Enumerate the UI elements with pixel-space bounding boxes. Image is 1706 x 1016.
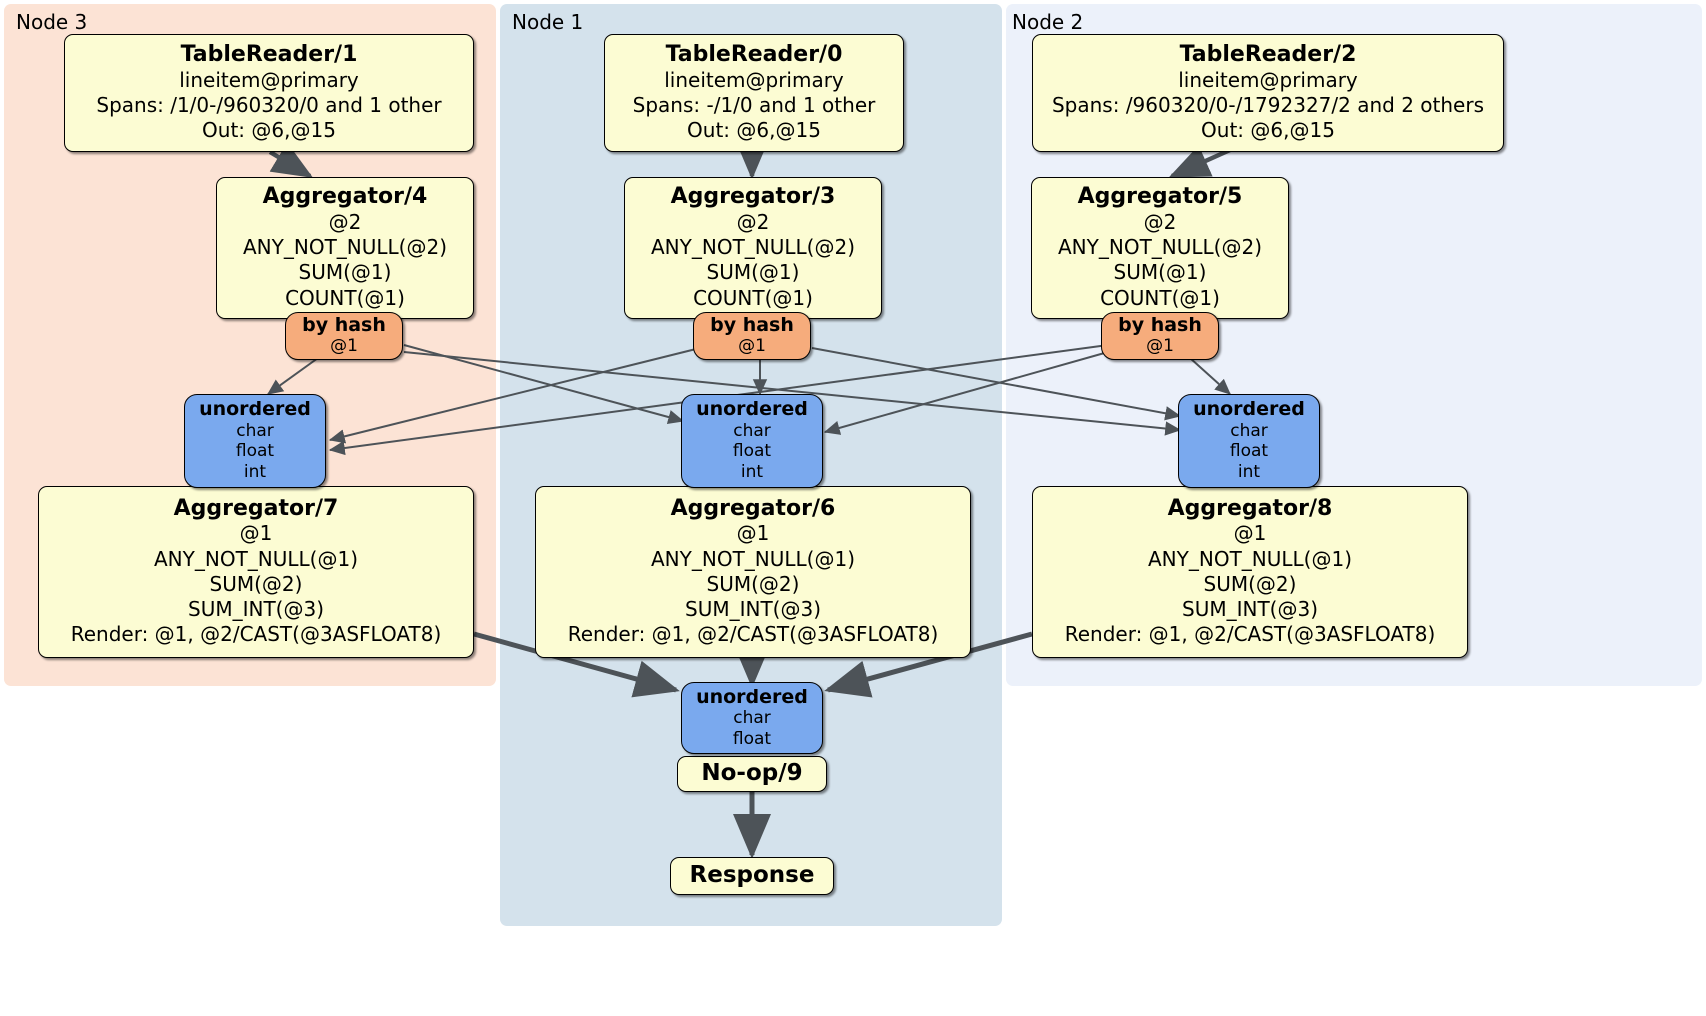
- router-detail-line: @1: [330, 335, 358, 356]
- processor-detail-line: COUNT(@1): [693, 285, 813, 310]
- processor-detail-line: @1: [239, 521, 273, 546]
- processor-title: Aggregator/3: [670, 184, 836, 210]
- router-detail-line: @1: [738, 335, 766, 356]
- processor-detail-line: lineitem@primary: [1178, 67, 1358, 92]
- processor-detail-line: ANY_NOT_NULL(@1): [154, 546, 358, 571]
- router-title: by hash: [302, 313, 386, 336]
- router-detail-line: int: [740, 462, 764, 482]
- processor-noop-9[interactable]: No-op/9: [677, 756, 827, 792]
- router-by-hash-right[interactable]: by hash @1: [1101, 312, 1219, 360]
- router-title: unordered: [696, 685, 808, 708]
- router-by-hash-center[interactable]: by hash @1: [693, 312, 811, 360]
- processor-detail-line: COUNT(@1): [1100, 285, 1220, 310]
- processor-title: Aggregator/7: [173, 495, 339, 521]
- processor-title: No-op/9: [701, 760, 803, 787]
- processor-detail-line: @2: [736, 209, 770, 234]
- router-title: by hash: [1118, 313, 1202, 336]
- processor-detail-line: ANY_NOT_NULL(@1): [1148, 546, 1352, 571]
- router-detail-line: char: [236, 420, 274, 441]
- router-detail-line: int: [1237, 462, 1261, 482]
- processor-detail-line: SUM(@1): [298, 260, 392, 285]
- router-detail-line: char: [733, 707, 771, 728]
- processor-detail-line: @1: [1233, 521, 1267, 546]
- panel-node-1-label: Node 1: [512, 10, 584, 34]
- processor-detail-line: Spans: /960320/0-/1792327/2 and 2 others: [1051, 92, 1484, 117]
- panel-node-2-label: Node 2: [1012, 10, 1084, 34]
- processor-aggregator-8[interactable]: Aggregator/8 @1 ANY_NOT_NULL(@1) SUM(@2)…: [1032, 486, 1468, 658]
- processor-tablereader-0[interactable]: TableReader/0 lineitem@primary Spans: -/…: [604, 34, 904, 152]
- router-title: by hash: [710, 313, 794, 336]
- router-by-hash-left[interactable]: by hash @1: [285, 312, 403, 360]
- processor-detail-line: @2: [328, 209, 362, 234]
- router-unordered-final[interactable]: unordered char float: [681, 682, 823, 754]
- processor-detail-line: ANY_NOT_NULL(@2): [243, 235, 447, 260]
- processor-title: Aggregator/8: [1167, 495, 1333, 521]
- processor-aggregator-6[interactable]: Aggregator/6 @1 ANY_NOT_NULL(@1) SUM(@2)…: [535, 486, 971, 658]
- processor-detail-line: lineitem@primary: [664, 67, 844, 92]
- processor-detail-line: SUM(@1): [706, 260, 800, 285]
- processor-detail-line: @1: [736, 521, 770, 546]
- processor-title: TableReader/0: [665, 41, 843, 67]
- processor-title: Aggregator/6: [670, 495, 836, 521]
- processor-title: TableReader/2: [1179, 41, 1357, 67]
- processor-response[interactable]: Response: [670, 857, 834, 895]
- router-unordered-center[interactable]: unordered char float int: [681, 394, 823, 488]
- processor-title: Aggregator/5: [1077, 184, 1243, 210]
- processor-aggregator-3[interactable]: Aggregator/3 @2 ANY_NOT_NULL(@2) SUM(@1)…: [624, 177, 882, 319]
- panel-node-3-label: Node 3: [16, 10, 88, 34]
- processor-detail-line: SUM(@2): [706, 571, 800, 596]
- processor-detail-line: ANY_NOT_NULL(@1): [651, 546, 855, 571]
- processor-title: Aggregator/4: [262, 184, 428, 210]
- router-detail-line: float: [1229, 441, 1269, 462]
- processor-detail-line: SUM(@2): [1203, 571, 1297, 596]
- processor-detail-line: COUNT(@1): [285, 285, 405, 310]
- processor-detail-line: SUM(@2): [209, 571, 303, 596]
- processor-detail-line: Out: @6,@15: [687, 117, 821, 142]
- processor-aggregator-5[interactable]: Aggregator/5 @2 ANY_NOT_NULL(@2) SUM(@1)…: [1031, 177, 1289, 319]
- processor-detail-line: Spans: /1/0-/960320/0 and 1 other: [96, 92, 442, 117]
- processor-aggregator-7[interactable]: Aggregator/7 @1 ANY_NOT_NULL(@1) SUM(@2)…: [38, 486, 474, 658]
- router-detail-line: int: [243, 462, 267, 482]
- processor-render-line: Render: @1, @2/CAST(@3ASFLOAT8): [1064, 622, 1436, 647]
- router-detail-line: float: [235, 441, 275, 462]
- processor-detail-line: Out: @6,@15: [202, 117, 336, 142]
- router-unordered-left[interactable]: unordered char float int: [184, 394, 326, 488]
- router-title: unordered: [696, 398, 808, 421]
- processor-detail-line: SUM(@1): [1113, 260, 1207, 285]
- router-detail-line: float: [732, 728, 772, 749]
- router-detail-line: @1: [1146, 335, 1174, 356]
- router-title: unordered: [199, 398, 311, 421]
- processor-render-line: Render: @1, @2/CAST(@3ASFLOAT8): [70, 622, 442, 647]
- processor-detail-line: SUM_INT(@3): [188, 596, 324, 621]
- processor-render-line: Render: @1, @2/CAST(@3ASFLOAT8): [567, 622, 939, 647]
- router-detail-line: char: [1230, 420, 1268, 441]
- router-detail-line: float: [732, 441, 772, 462]
- processor-detail-line: SUM_INT(@3): [1182, 596, 1318, 621]
- router-title: unordered: [1193, 398, 1305, 421]
- processor-detail-line: lineitem@primary: [179, 67, 359, 92]
- processor-title: Response: [689, 862, 815, 889]
- processor-detail-line: Spans: -/1/0 and 1 other: [632, 92, 876, 117]
- processor-detail-line: @2: [1143, 209, 1177, 234]
- processor-detail-line: Out: @6,@15: [1201, 117, 1335, 142]
- processor-detail-line: SUM_INT(@3): [685, 596, 821, 621]
- processor-detail-line: ANY_NOT_NULL(@2): [1058, 235, 1262, 260]
- processor-detail-line: ANY_NOT_NULL(@2): [651, 235, 855, 260]
- router-detail-line: char: [733, 420, 771, 441]
- router-unordered-right[interactable]: unordered char float int: [1178, 394, 1320, 488]
- processor-tablereader-2[interactable]: TableReader/2 lineitem@primary Spans: /9…: [1032, 34, 1504, 152]
- processor-tablereader-1[interactable]: TableReader/1 lineitem@primary Spans: /1…: [64, 34, 474, 152]
- processor-aggregator-4[interactable]: Aggregator/4 @2 ANY_NOT_NULL(@2) SUM(@1)…: [216, 177, 474, 319]
- processor-title: TableReader/1: [180, 41, 358, 67]
